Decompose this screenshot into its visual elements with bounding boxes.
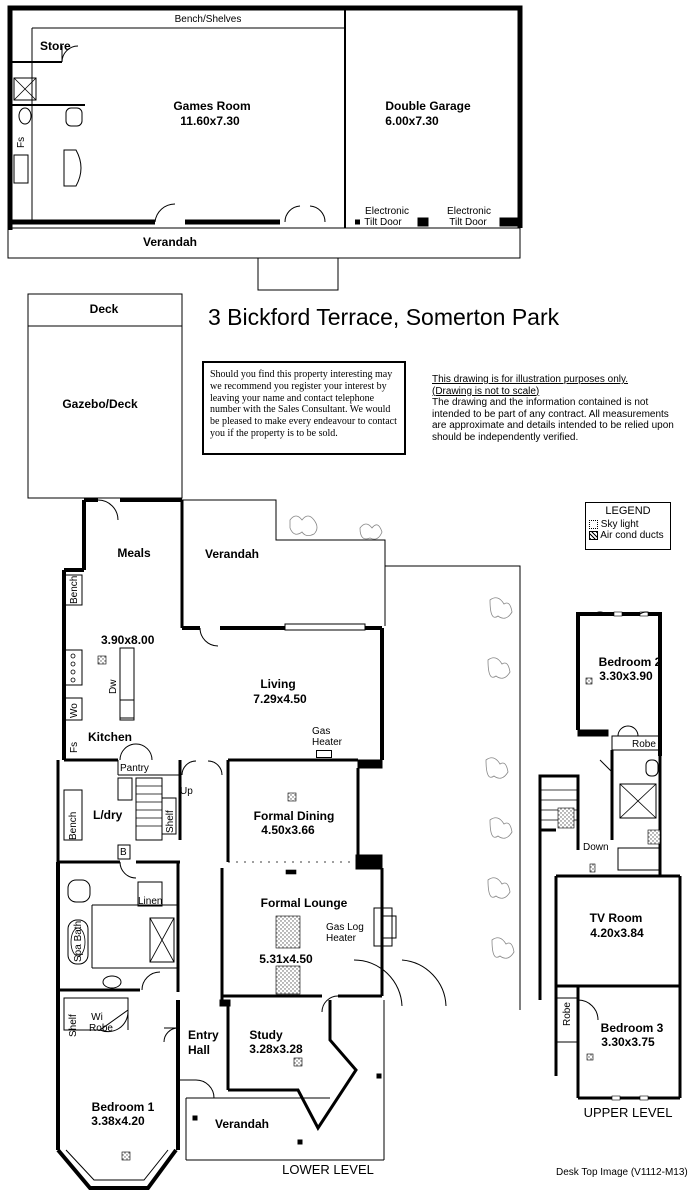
shelf-label-laundry: Shelf — [165, 810, 176, 833]
stair-down-label: Down — [583, 842, 609, 853]
double-garage-size: 6.00x7.30 — [385, 114, 439, 128]
tv-room-name: TV Room — [589, 911, 643, 925]
wi-robe-line1: Wi — [91, 1012, 103, 1023]
gas-heater-line2: Heater — [312, 737, 343, 748]
air-duct-icon — [589, 530, 598, 540]
living-size: 7.29x4.50 — [253, 692, 307, 706]
disclaimer-line1: This drawing is for illustration purpose… — [432, 374, 629, 385]
formal-lounge-label: Formal Lounge — [260, 896, 348, 910]
store-label: Store — [40, 39, 71, 53]
wall-oven-label: Wo — [69, 703, 80, 718]
lounge-size: 5.31x4.50 — [259, 952, 313, 966]
formal-dining-size: 4.50x3.66 — [261, 823, 315, 837]
gas-log-line2: Heater — [326, 933, 357, 944]
spa-bath-label: Spa Bath — [73, 920, 84, 962]
kitchen-size: 3.90x8.00 — [101, 633, 155, 647]
skylight-icon — [589, 519, 598, 529]
fs-label-kitchen: Fs — [69, 741, 80, 753]
property-address: 3 Bickford Terrace, Somerton Park — [208, 304, 560, 330]
lower-level-label: LOWER LEVEL — [282, 1162, 374, 1177]
shelf-label-robe: Shelf — [68, 1014, 79, 1037]
bedroom3-size: 3.30x3.75 — [601, 1035, 655, 1049]
lower-level-walls — [56, 498, 447, 1190]
b-label: B — [120, 847, 127, 858]
dishwasher-label: Dw — [108, 679, 119, 694]
legend-title: LEGEND — [605, 505, 651, 517]
games-room-name: Games Room — [173, 99, 251, 113]
gazebo-label: Gazebo/Deck — [62, 397, 138, 411]
study-name: Study — [249, 1028, 283, 1042]
wi-robe-line2: Robe — [89, 1023, 113, 1034]
formal-dining-name: Formal Dining — [253, 809, 335, 823]
pantry-label: Pantry — [120, 763, 149, 774]
bench-label-laundry: Bench — [68, 811, 79, 840]
disclaimer: This drawing is for illustration purpose… — [432, 374, 680, 443]
upper-level-label: UPPER LEVEL — [583, 1105, 673, 1120]
upper-ducts — [557, 677, 661, 1061]
disclaimer-body: The drawing and the information containe… — [432, 397, 674, 443]
register-interest-notice: Should you find this property interestin… — [202, 361, 406, 455]
garden-boundary — [385, 565, 521, 1010]
tilt-door-1-line1: Electronic — [365, 206, 409, 217]
legend: LEGEND Sky light Air cond ducts — [585, 502, 671, 550]
stair-up-label: Up — [180, 786, 193, 797]
bedroom2-name: Bedroom 2 — [598, 655, 662, 669]
living-name: Living — [260, 677, 296, 691]
gas-heater-symbol — [316, 750, 332, 758]
fs-label-outbuilding: Fs — [16, 136, 27, 148]
gas-log-line1: Gas Log — [326, 922, 364, 933]
bench-label-kitchen: Bench — [69, 575, 80, 604]
tv-room-size: 4.20x3.84 — [590, 926, 644, 940]
tilt-door-1-line2: Tilt Door — [364, 217, 402, 228]
bedroom1-name: Bedroom 1 — [91, 1100, 155, 1114]
kitchen-label: Kitchen — [88, 730, 133, 744]
legend-item-skylight: Sky light — [589, 519, 670, 530]
robe-label-bedroom3: Robe — [562, 1002, 573, 1026]
deck-label: Deck — [89, 302, 119, 316]
bedroom3-name: Bedroom 3 — [600, 1021, 664, 1035]
outbuilding-verandah-label: Verandah — [142, 235, 198, 249]
bedroom2-size: 3.30x3.90 — [599, 669, 653, 683]
legend-item-duct: Air cond ducts — [589, 530, 670, 541]
meals-label: Meals — [117, 546, 151, 560]
outbuilding-walls — [7, 5, 523, 291]
games-room-size: 11.60x7.30 — [180, 114, 240, 128]
entry-hall-line2: Hall — [188, 1043, 211, 1057]
deck-gazebo — [27, 293, 183, 499]
bench-shelves-label: Bench/Shelves — [174, 14, 242, 25]
entry-hall-line1: Entry — [188, 1028, 219, 1042]
tilt-door-2-line2: Tilt Door — [449, 217, 487, 228]
gas-heater-line1: Gas — [312, 726, 331, 737]
study-size: 3.28x3.28 — [249, 1042, 303, 1056]
tilt-door-2-line1: Electronic — [447, 206, 491, 217]
garden-shrubs — [289, 515, 515, 959]
bedroom1-size: 3.38x4.20 — [91, 1114, 145, 1128]
ducts-skylights — [97, 655, 303, 1161]
verandah-top-label: Verandah — [204, 547, 260, 561]
legend-item-label: Air cond ducts — [600, 530, 664, 541]
legend-item-label: Sky light — [600, 519, 639, 530]
linen-label: Linen — [138, 896, 163, 907]
disclaimer-line2: (Drawing is not to scale) — [432, 385, 540, 397]
double-garage-name: Double Garage — [385, 99, 471, 113]
footer-credit: Desk Top Image (V1112-M13) — [556, 1167, 688, 1178]
robe-label-upper: Robe — [632, 739, 656, 750]
laundry-label: L/dry — [93, 808, 123, 822]
verandah-bottom-label: Verandah — [214, 1117, 270, 1131]
